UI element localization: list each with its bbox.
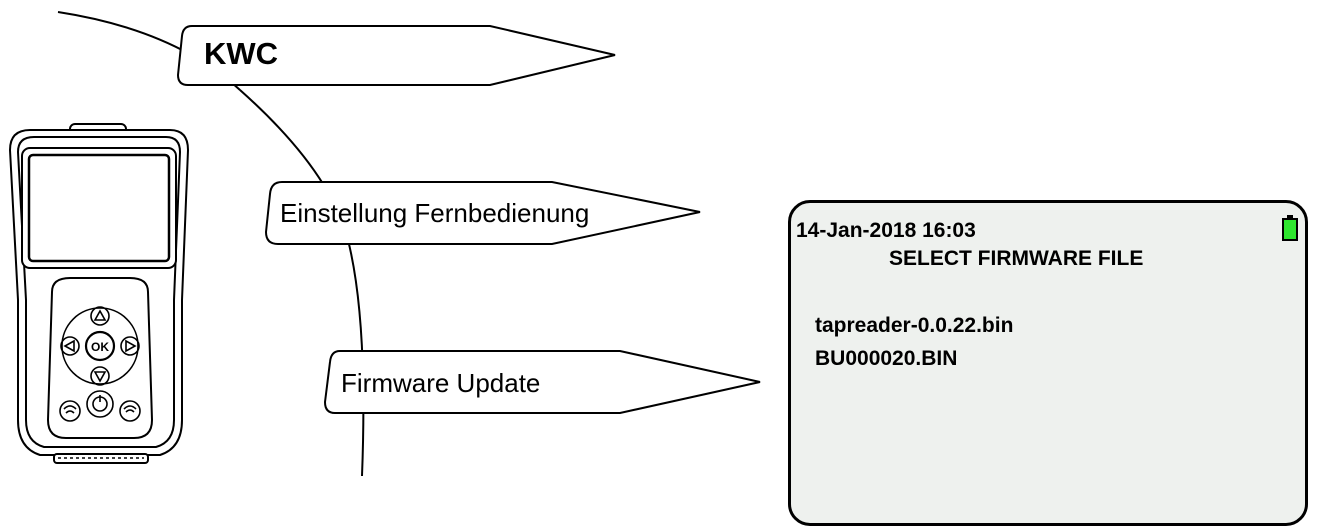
left-soft-button[interactable] xyxy=(59,400,81,422)
wifi-icon[interactable] xyxy=(119,400,141,422)
firmware-file-item[interactable]: BU000020.BIN xyxy=(815,347,958,370)
up-arrow-icon[interactable] xyxy=(90,306,110,326)
firmware-callout xyxy=(323,350,761,414)
kwc-callout xyxy=(176,25,616,86)
down-arrow-icon[interactable] xyxy=(90,366,110,386)
menu-item-remote-settings: Einstellung Fernbedienung xyxy=(280,198,590,228)
dpad[interactable] xyxy=(61,307,139,385)
ok-button-label[interactable]: OK xyxy=(91,340,109,354)
menu-item-kwc: KWC xyxy=(204,36,279,71)
screen-title: SELECT FIRMWARE FILE xyxy=(889,247,1144,270)
left-arrow-icon[interactable] xyxy=(60,336,80,356)
right-arrow-icon[interactable] xyxy=(120,336,140,356)
firmware-file-item[interactable]: tapreader-0.0.22.bin xyxy=(815,314,1014,337)
battery-icon xyxy=(1282,215,1298,241)
screen-datetime: 14-Jan-2018 16:03 xyxy=(796,219,976,242)
menu-item-firmware-update: Firmware Update xyxy=(341,368,541,398)
settings-callout xyxy=(264,181,701,245)
power-icon[interactable] xyxy=(86,390,114,418)
firmware-select-screen: 14-Jan-2018 16:03 SELECT FIRMWARE FILE t… xyxy=(788,200,1308,526)
